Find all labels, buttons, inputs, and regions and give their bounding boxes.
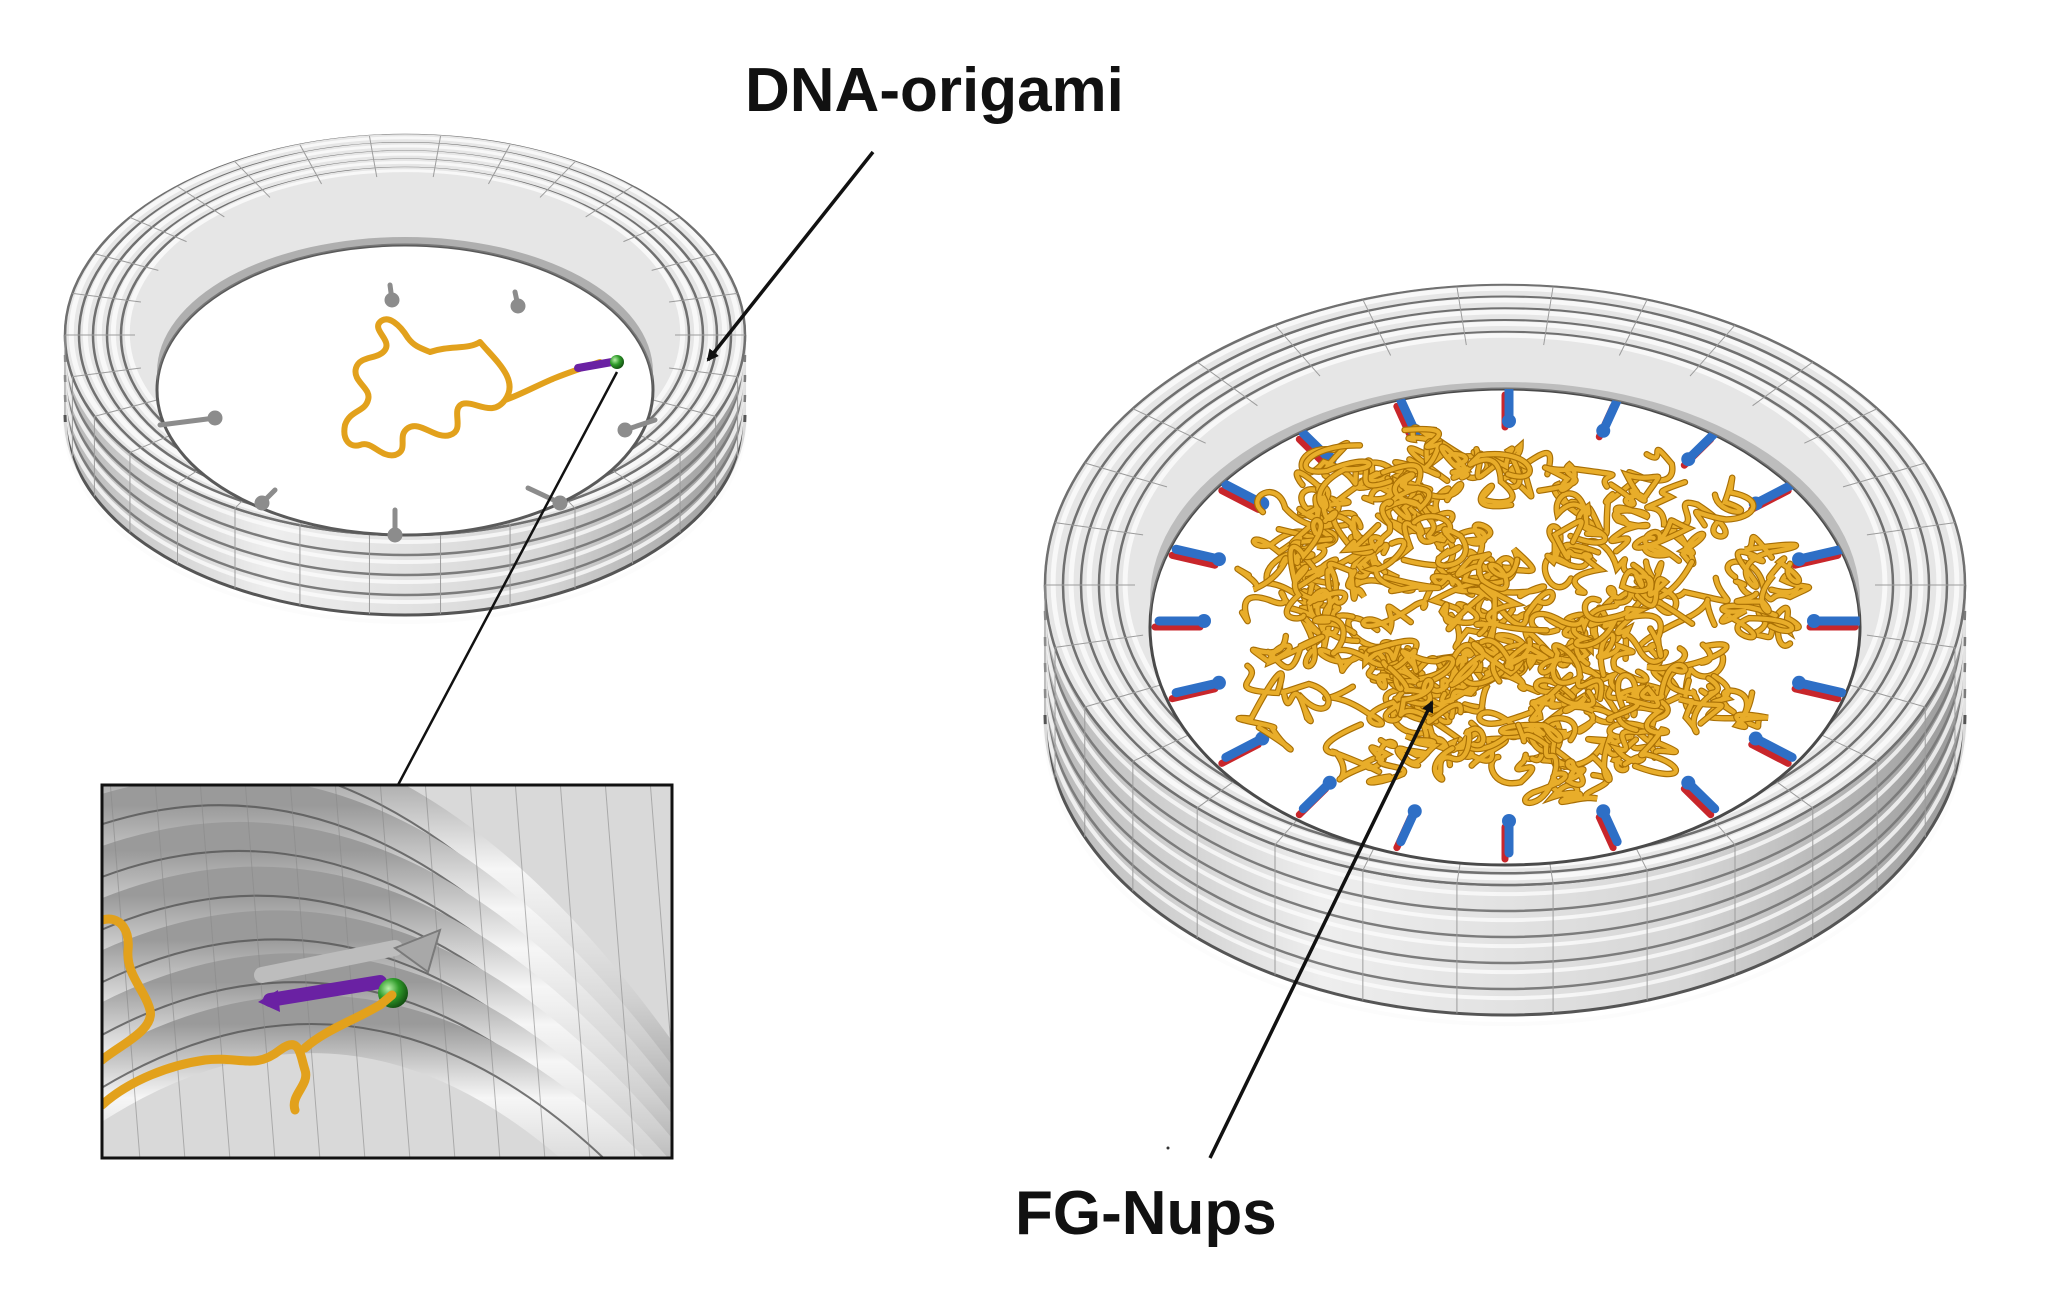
dna-origami-ring-small	[63, 133, 747, 624]
dna-origami-arrow	[706, 150, 875, 362]
fg-nup-chain-inset	[102, 914, 397, 1115]
zoom-inset	[100, 783, 674, 1160]
fg-nups-label: FG-Nups	[1015, 1179, 1277, 1248]
dna-origami-ring-large	[1043, 283, 1967, 1027]
fg-nups-arrow	[1208, 700, 1434, 1159]
fg-nup-cloud	[1234, 424, 1813, 807]
zoom-connector-line	[396, 371, 619, 786]
dna-origami-label: DNA-origami	[745, 56, 1124, 125]
